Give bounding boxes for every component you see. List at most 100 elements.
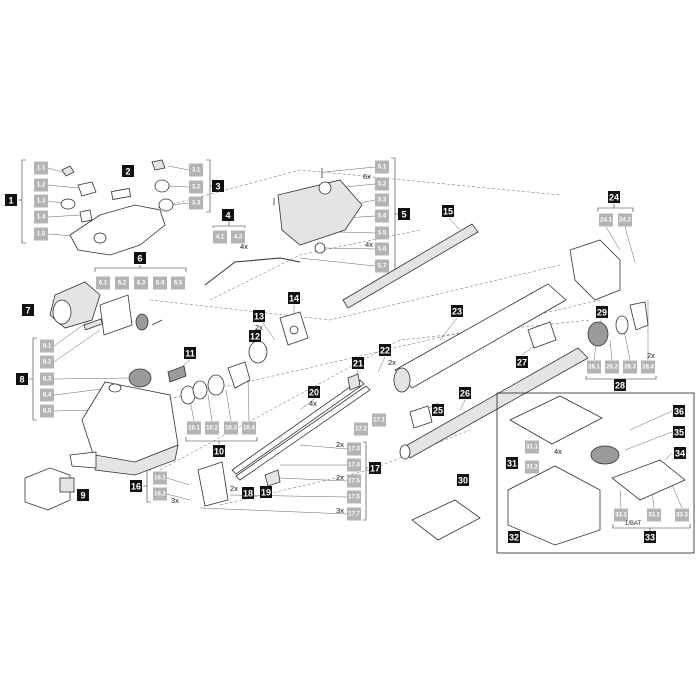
part-label-28: 28 [614,379,626,391]
subpart-label-text: 8.5 [43,409,52,415]
subpart-label-5-3: 5.3 [375,193,389,207]
subpart-label-31-2: 31.2 [525,460,539,474]
part-label-text: 16 [131,482,141,492]
part-label-23: 23 [451,305,463,317]
subpart-label-33-1: 33.1 [614,508,628,522]
subpart-label-text: 5.3 [378,198,387,204]
subpart-label-1-2: 1.2 [34,178,48,192]
part-label-29: 29 [596,306,608,318]
part-label-17: 17 [369,462,381,474]
part-label-text: 20 [309,388,319,398]
subpart-label-4-1: 4.1 [213,230,227,244]
part-label-text: 11 [185,349,195,359]
subpart-label-3-1: 3.1 [189,163,203,177]
part-label-text: 18 [243,489,253,499]
subpart-label-text: 17.7 [348,512,360,518]
subpart-label-10-4: 10.4 [242,421,256,435]
part-label-19: 19 [260,486,272,498]
part-label-6: 6 [134,252,146,264]
part-label-text: 13 [254,312,264,322]
subpart-label-text: 16.1 [154,476,166,482]
part-label-30: 30 [457,474,469,486]
subpart-label-1-4: 1.4 [34,210,48,224]
part-label-text: 2 [125,167,130,177]
part-label-27: 27 [516,356,528,368]
subpart-label-33-2: 33.2 [647,508,661,522]
subpart-label-text: 24.2 [619,218,631,224]
part-label-14: 14 [288,292,300,304]
part-label-8: 8 [16,373,28,385]
subpart-label-text: 24.1 [600,218,612,224]
subpart-label-text: 8.4 [43,393,52,399]
quantity-note: 4x [554,447,562,456]
part-label-text: 36 [674,407,684,417]
battery-label: 1/BAT [625,521,642,527]
part-label-text: 22 [380,346,390,356]
subpart-label-text: 17.4 [348,463,360,469]
part-label-text: 8 [19,375,24,385]
subpart-label-17-1: 17.1 [372,413,386,427]
subpart-label-text: 28.1 [588,365,600,371]
quantity-note: 4x [309,399,317,408]
subpart-label-8-4: 8.4 [40,388,54,402]
subpart-label-text: 6.2 [118,281,127,287]
part-label-text: 34 [675,449,685,459]
subpart-label-text: 8.3 [43,377,52,383]
subpart-label-8-5: 8.5 [40,404,54,418]
subpart-label-33-3: 33.3 [675,508,689,522]
subpart-label-text: 5.1 [378,165,387,171]
part-label-21: 21 [352,357,364,369]
subpart-label-text: 6.1 [99,281,108,287]
part-label-2: 2 [122,165,134,177]
subpart-label-text: 31.1 [526,445,538,451]
part-label-text: 26 [460,389,470,399]
part-label-text: 14 [289,294,299,304]
subpart-label-3-3: 3.3 [189,196,203,210]
subpart-label-text: 17.1 [373,418,385,424]
subpart-label-text: 33.1 [615,513,627,519]
part-label-12: 12 [249,330,261,342]
subpart-label-text: 5.7 [378,264,387,270]
subpart-label-text: 10.3 [225,426,237,432]
subpart-label-16-1: 16.1 [153,471,167,485]
subpart-label-text: 6.5 [174,281,183,287]
part-label-5: 5 [398,208,410,220]
part-label-text: 6 [137,254,142,264]
subpart-label-text: 1.2 [37,183,46,189]
subpart-label-text: 5.5 [378,231,387,237]
subpart-label-text: 4.1 [216,235,225,241]
quantity-note: 2x [388,358,396,367]
quantity-note: 6x [363,172,371,181]
part-label-22: 22 [379,344,391,356]
part-label-text: 28 [615,381,625,391]
subpart-label-10-3: 10.3 [224,421,238,435]
quantity-note: 2x [336,440,344,449]
part-label-text: 5 [401,210,406,220]
subpart-label-text: 17.2 [355,427,367,433]
subpart-label-5-7: 5.7 [375,259,389,273]
part-label-text: 33 [645,533,655,543]
part-label-16: 16 [130,480,142,492]
subpart-label-text: 1.1 [37,166,46,172]
part-label-33: 33 [644,531,656,543]
subpart-label-text: 16.2 [154,492,166,498]
part-label-25: 25 [432,404,444,416]
part-label-text: 9 [80,491,85,501]
part-label-text: 17 [370,464,380,474]
subpart-label-28-2: 28.2 [605,360,619,374]
part-label-11: 11 [184,347,196,359]
subpart-label-6-4: 6.4 [153,276,167,290]
subpart-label-1-3: 1.3 [34,194,48,208]
part-label-text: 35 [674,428,684,438]
part-label-text: 7 [25,306,30,316]
subpart-label-28-4: 28.4 [641,360,655,374]
subpart-label-text: 1.5 [37,232,46,238]
subpart-label-text: 6.4 [156,281,165,287]
subpart-label-10-2: 10.2 [205,421,219,435]
part-label-20: 20 [308,386,320,398]
subpart-label-17-6: 17.6 [347,490,361,504]
part-label-text: 30 [458,476,468,486]
part-label-text: 19 [261,488,271,498]
